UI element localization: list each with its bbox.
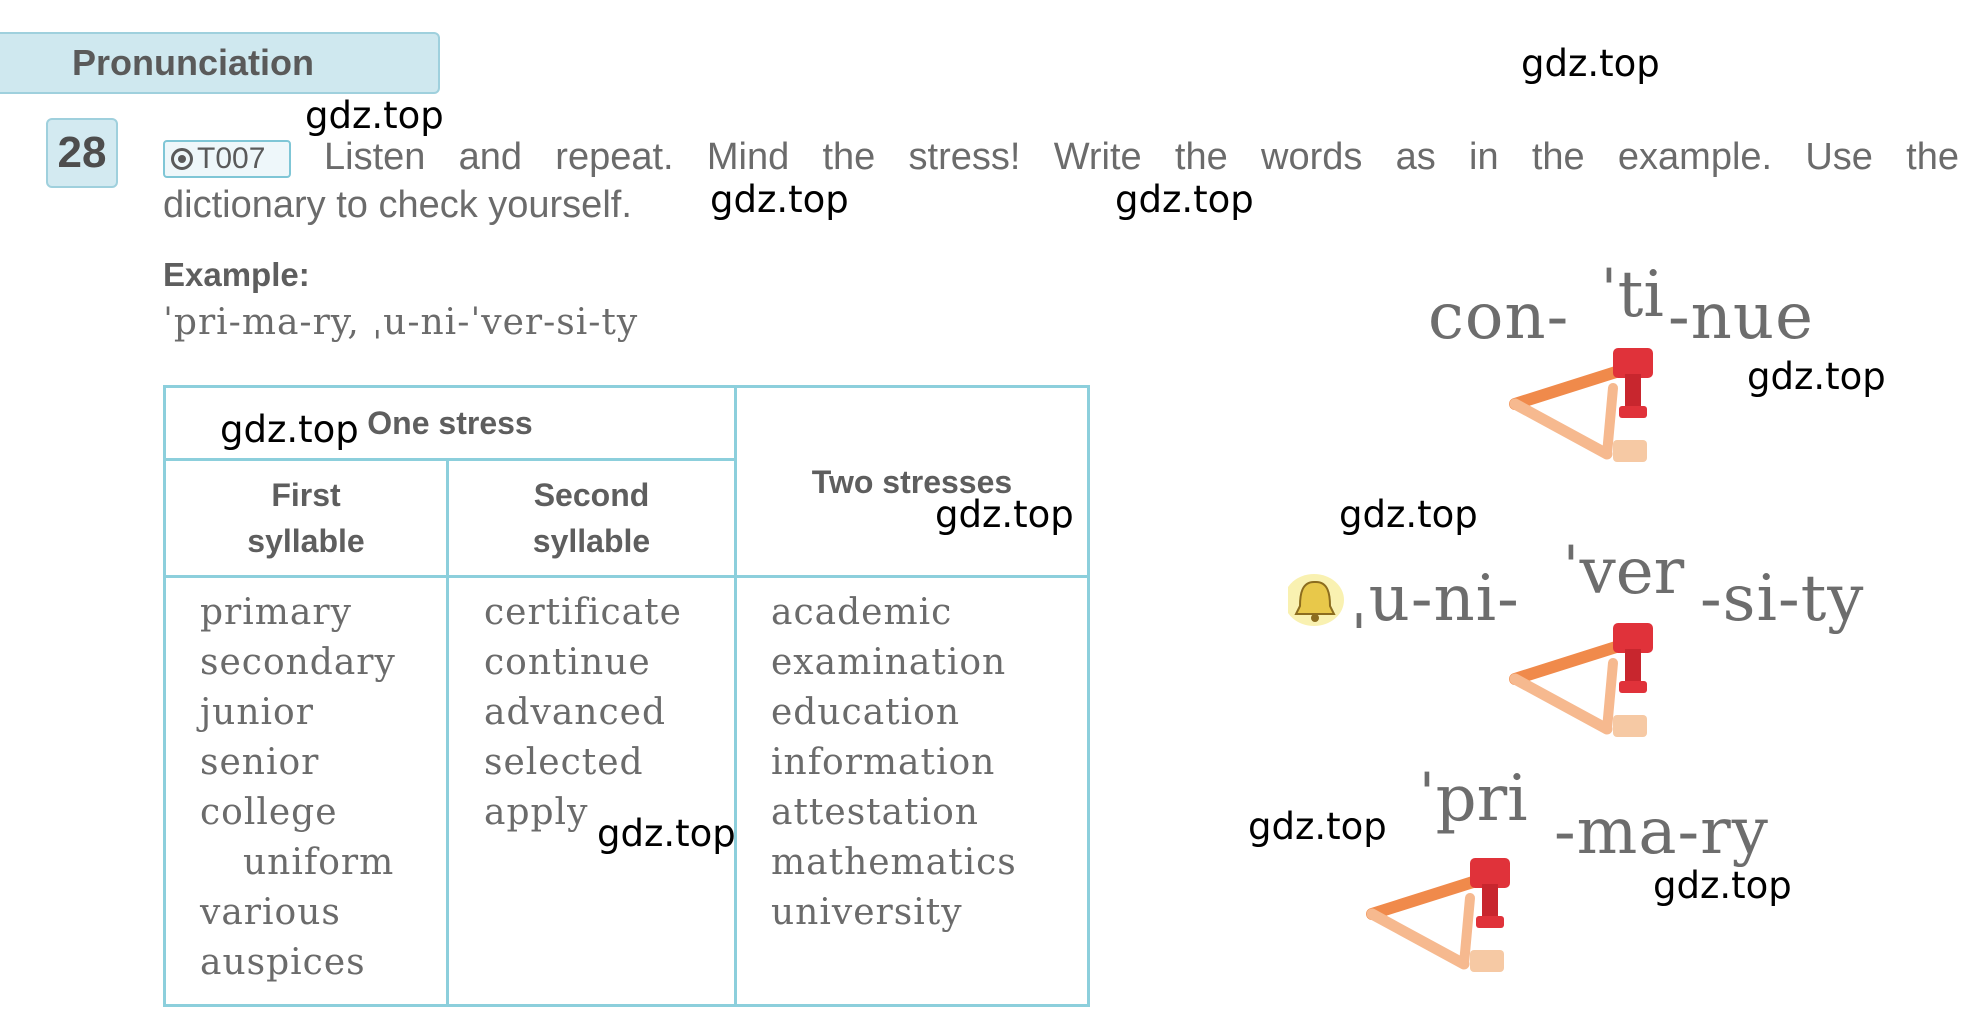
- illustration-word-continue-stressed: ˈti: [1600, 258, 1664, 332]
- hammer-icon: [1509, 623, 1653, 737]
- list-item: auspices: [200, 942, 366, 983]
- instruction-text-continued: dictionary to check yourself.: [163, 184, 632, 226]
- watermark: gdz.top: [220, 408, 359, 451]
- header-two-stresses: Two stresses: [811, 464, 1013, 500]
- example-text: ˈpri-ma-ry, ˌu-ni-ˈver-si-ty: [163, 302, 639, 343]
- watermark: gdz.top: [935, 493, 1074, 536]
- section-title: Pronunciation: [0, 32, 440, 94]
- list-item: various: [200, 892, 341, 933]
- bell-icon: [1288, 574, 1344, 626]
- first-syllable-list: primary secondary junior senior college …: [200, 588, 396, 988]
- list-item: junior: [200, 692, 314, 733]
- watermark: gdz.top: [1747, 355, 1886, 398]
- list-item: senior: [200, 742, 320, 783]
- list-item: mathematics: [771, 842, 1017, 883]
- exercise-number: 28: [46, 118, 118, 188]
- list-item: college: [200, 792, 338, 833]
- list-item: advanced: [484, 692, 667, 733]
- second-syllable-list: certificate continue advanced selected a…: [484, 588, 682, 838]
- watermark: gdz.top: [1339, 493, 1478, 536]
- watermark: gdz.top: [1115, 178, 1254, 221]
- instruction-text: Listen and repeat. Mind the stress! Writ…: [324, 136, 1959, 178]
- illustration-word-primary-stressed: ˈpri: [1418, 762, 1528, 836]
- watermark: gdz.top: [710, 178, 849, 221]
- header-one-stress: One stress: [367, 405, 533, 441]
- list-item: certificate: [484, 592, 682, 633]
- audio-track-button[interactable]: T007: [163, 140, 291, 178]
- hammer-icon: [1366, 858, 1510, 972]
- illustration-word-continue-after: -nue: [1668, 280, 1814, 354]
- illustration-word-primary-after: -ma-ry: [1554, 795, 1769, 869]
- audio-disc-icon: [171, 148, 193, 170]
- hammer-icon: [1509, 348, 1653, 462]
- list-item: apply: [484, 792, 589, 833]
- example-label: Example:: [163, 256, 310, 293]
- illustration-word-university-after: -si-ty: [1700, 562, 1865, 636]
- list-item: uniform: [243, 842, 395, 883]
- stress-table: [163, 385, 1090, 1007]
- watermark: gdz.top: [597, 812, 736, 855]
- list-item: primary: [200, 592, 352, 633]
- audio-track-label: T007: [197, 142, 266, 175]
- list-item: information: [771, 742, 996, 783]
- list-item: education: [771, 692, 960, 733]
- illustration-word-university-before: ˌu-ni-: [1350, 562, 1520, 636]
- list-item: continue: [484, 642, 651, 683]
- list-item: attestation: [771, 792, 979, 833]
- watermark: gdz.top: [1248, 805, 1387, 848]
- watermark: gdz.top: [305, 94, 444, 137]
- list-item: examination: [771, 642, 1007, 683]
- illustration-word-university-stressed: ˈver: [1562, 535, 1685, 609]
- illustration-word-continue-before: con-: [1428, 280, 1570, 354]
- two-stresses-list: academic examination education informati…: [771, 588, 1017, 938]
- watermark: gdz.top: [1521, 42, 1660, 85]
- list-item: university: [771, 892, 963, 933]
- list-item: secondary: [200, 642, 396, 683]
- list-item: academic: [771, 592, 953, 633]
- watermark: gdz.top: [1653, 864, 1792, 907]
- list-item: selected: [484, 742, 644, 783]
